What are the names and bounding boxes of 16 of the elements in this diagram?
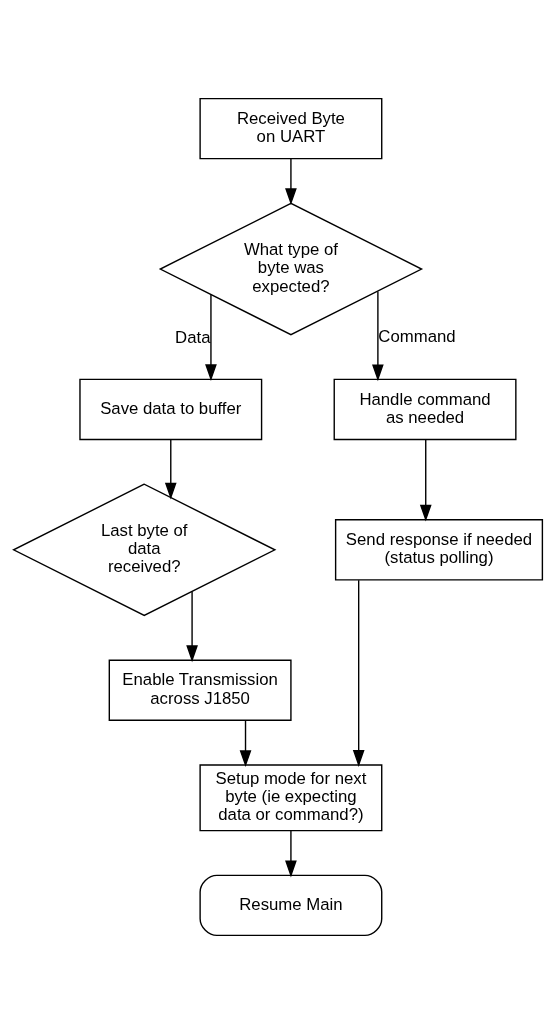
arrow: [205, 294, 217, 382]
arrow: [186, 590, 198, 663]
node-box: Send response if needed (status polling): [334, 519, 544, 581]
arrow: [352, 579, 365, 767]
arrow: [164, 439, 177, 500]
arrow: [285, 158, 297, 205]
node-box: Save data to buffer: [79, 378, 263, 441]
arrow: [285, 829, 297, 878]
node-box: Received Byte on UART: [199, 97, 383, 160]
arrow: [419, 439, 432, 522]
node-box: Enable Transmission across J1850: [108, 659, 292, 721]
node-box: Handle command as needed: [333, 378, 517, 441]
node-box: Resume Main: [199, 874, 383, 937]
arrow: [239, 720, 252, 768]
arrow: [372, 290, 384, 382]
node-box: Setup mode for next byte (ie expecting data or command?): [199, 764, 383, 832]
